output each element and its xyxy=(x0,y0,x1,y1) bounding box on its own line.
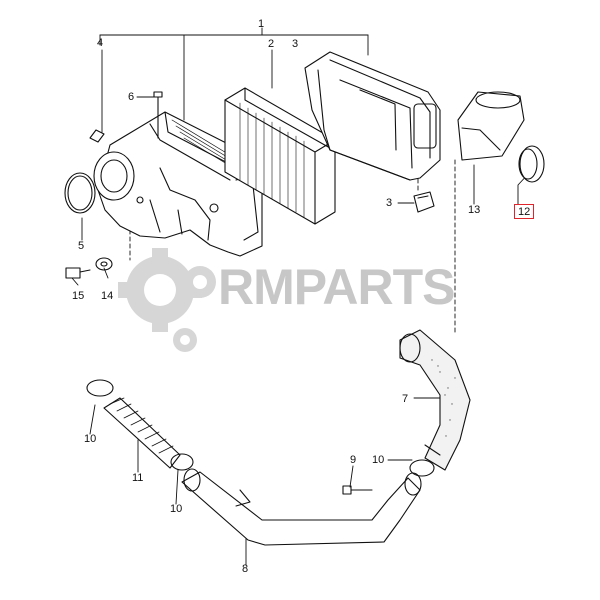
callout-2: 2 xyxy=(268,38,275,50)
callout-10-right: 10 xyxy=(372,454,385,466)
callout-4: 4 xyxy=(97,37,104,49)
part-5-clamp xyxy=(64,172,96,214)
part-10-clamp-a xyxy=(86,379,114,397)
part-13-intake-duct xyxy=(457,91,525,161)
watermark-text: RMPARTS xyxy=(218,259,456,315)
part-4-clip xyxy=(89,129,105,143)
callout-10-mid: 10 xyxy=(170,503,183,515)
callout-10-left: 10 xyxy=(84,433,97,445)
callout-3-top: 3 xyxy=(292,38,299,50)
callout-13: 13 xyxy=(468,204,481,216)
callout-1: 1 xyxy=(258,18,265,30)
callout-3-clip: 3 xyxy=(386,197,393,209)
part-3-clip xyxy=(413,191,435,213)
callout-14: 14 xyxy=(101,290,114,302)
callout-8: 8 xyxy=(242,563,249,575)
part-11-corrugated-hose xyxy=(103,397,181,469)
callout-12-highlighted: 12 xyxy=(514,204,535,219)
part-6-screw xyxy=(153,91,163,139)
part-15-sensor xyxy=(65,267,91,279)
watermark-gear-icon xyxy=(118,248,216,352)
part-2-filter-element xyxy=(224,87,336,225)
callout-7: 7 xyxy=(402,393,409,405)
air-cleaner-housing xyxy=(93,111,263,257)
part-10-clamp-b xyxy=(170,453,194,471)
callout-11: 11 xyxy=(132,472,144,484)
part-14-grommet xyxy=(95,257,113,271)
part-9-bolt xyxy=(342,485,373,495)
part-7-intake-hose xyxy=(399,329,471,471)
callout-9: 9 xyxy=(350,454,357,466)
callout-15: 15 xyxy=(72,290,85,302)
callout-5: 5 xyxy=(78,240,85,252)
part-8-pipe xyxy=(181,468,422,546)
air-cleaner-cover xyxy=(304,51,441,181)
part-12-cap xyxy=(518,145,545,183)
part-10-clamp-c xyxy=(409,459,435,477)
callout-6: 6 xyxy=(128,91,135,103)
